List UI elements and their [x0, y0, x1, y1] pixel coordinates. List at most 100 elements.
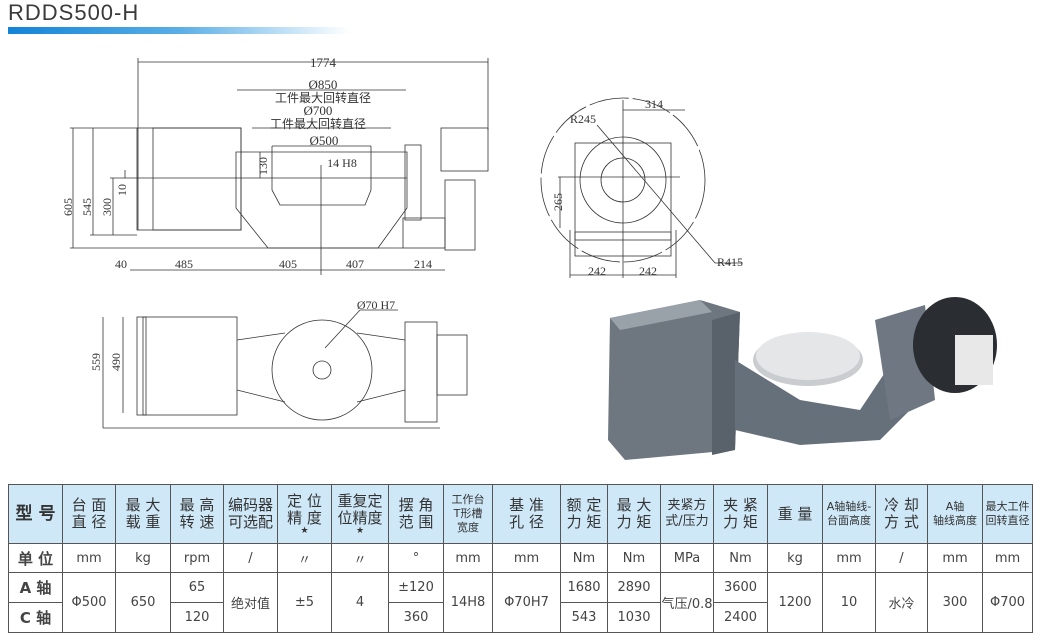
dim-214: 214 — [414, 257, 432, 271]
dim-545: 545 — [80, 198, 94, 216]
header-text: 编码器 — [227, 496, 273, 514]
header-text: 可选配 — [227, 513, 273, 531]
dim-d700-label: 工件最大回转直径 — [270, 116, 366, 131]
a-offset-value: 10 — [822, 572, 876, 633]
max-torque-c-value: 1030 — [607, 602, 661, 633]
position-acc-value: ±5 — [277, 572, 332, 633]
header-max-swing: 最大工件回转直径 — [982, 484, 1033, 544]
header-encoder: 编码器可选配 — [223, 484, 278, 544]
unit-cell: Nm — [560, 543, 608, 573]
header-text: 转 速 — [179, 513, 215, 531]
swing-a-value: ±120 — [388, 572, 444, 603]
header-text: 载 重 — [125, 513, 161, 531]
page-title: RDDS500-H — [8, 0, 140, 25]
spec-table: 型 号 台 面直 径 最 大载 重 最 高转 速 编码器可选配 定 位精 度★ … — [8, 484, 1033, 633]
header-text: A轴 — [945, 500, 965, 513]
header-text: T形槽 — [453, 507, 483, 520]
unit-cell: / — [875, 543, 928, 573]
clamp-mode-value: 气压/0.8 — [660, 572, 714, 633]
dim-r245: R245 — [570, 112, 596, 126]
speed-a-value: 65 — [170, 572, 224, 603]
header-text: 定 位 — [287, 492, 322, 510]
unit-cell: mm — [62, 543, 116, 573]
clamp-torque-c-value: 2400 — [713, 602, 768, 633]
unit-cell: rpm — [170, 543, 224, 573]
dim-r415: R415 — [717, 255, 743, 269]
header-text: A轴轴线- — [826, 500, 872, 513]
rated-torque-a-value: 1680 — [560, 572, 608, 603]
header-a-offset: A轴轴线-台面高度 — [822, 484, 876, 544]
unit-cell: Nm — [607, 543, 661, 573]
front-view-drawing: 1774 Ø850 工件最大回转直径 Ø700 工件最大回转直径 Ø500 14… — [61, 55, 489, 275]
header-text: 轴线高度 — [933, 514, 977, 527]
dim-265: 265 — [551, 193, 565, 211]
header-text: 最 大 — [125, 496, 161, 514]
header-text: 摆 角 — [398, 496, 434, 514]
header-repeat-acc: 重复定位精度★ — [331, 484, 389, 544]
units-row: 单 位 mm kg rpm / 〃 〃 ° mm mm Nm Nm MPa Nm… — [8, 543, 1033, 573]
dim-490: 490 — [109, 353, 123, 371]
header-position-acc: 定 位精 度★ — [277, 484, 332, 544]
a-height-value: 300 — [927, 572, 983, 633]
dim-605: 605 — [61, 198, 75, 216]
cooling-value: 水冷 — [875, 572, 928, 633]
dim-407: 407 — [346, 257, 364, 271]
header-text: 宽度 — [457, 521, 479, 534]
title-underline — [8, 27, 350, 34]
header-text: 夹 紧 — [723, 496, 758, 514]
header-text: 最 大 — [616, 496, 652, 514]
header-text: 台面高度 — [827, 514, 871, 527]
a-axis-label: A 轴 — [8, 572, 63, 603]
speed-c-value: 120 — [170, 602, 224, 633]
dim-d700: Ø700 — [304, 103, 333, 118]
header-text: 基 准 — [509, 496, 544, 514]
header-text: 直 径 — [71, 513, 107, 531]
weight-value: 1200 — [767, 572, 823, 633]
header-max-speed: 最 高转 速 — [170, 484, 224, 544]
max-load-value: 650 — [115, 572, 171, 633]
unit-cell: / — [223, 543, 278, 573]
header-text: 回转直径 — [985, 514, 1030, 527]
top-view-drawing: 559 490 Ø70 H7 — [89, 298, 468, 429]
dim-bore: Ø70 H7 — [357, 298, 395, 312]
header-text: 最大工件 — [985, 500, 1030, 513]
unit-cell: MPa — [660, 543, 714, 573]
unit-cell: kg — [115, 543, 171, 573]
unit-cell: 〃 — [277, 543, 332, 573]
header-swing: 摆 角范 围 — [388, 484, 444, 544]
dim-242-right: 242 — [639, 264, 657, 278]
table-dia-value: Φ500 — [62, 572, 116, 633]
unit-cell: mm — [492, 543, 561, 573]
encoder-value: 绝对值 — [223, 572, 278, 633]
dim-d850-label: 工件最大回转直径 — [275, 90, 371, 105]
header-a-height: A轴轴线高度 — [927, 484, 983, 544]
technical-drawings: 1774 Ø850 工件最大回转直径 Ø700 工件最大回转直径 Ø500 14… — [61, 55, 997, 460]
header-rated-torque: 额 定力 矩 — [560, 484, 608, 544]
product-render-image — [608, 297, 997, 460]
header-text: 力 矩 — [616, 513, 652, 531]
unit-cell: mm — [822, 543, 876, 573]
units-label: 单 位 — [8, 543, 63, 573]
dim-300: 300 — [100, 198, 114, 216]
unit-cell: mm — [443, 543, 493, 573]
header-text: 力 矩 — [566, 513, 602, 531]
header-clamp-torque: 夹 紧力 矩 — [713, 484, 768, 544]
unit-cell: ° — [388, 543, 444, 573]
header-text: 夹紧方 — [667, 498, 707, 513]
dim-overall-width: 1774 — [310, 55, 337, 70]
header-text: 力 矩 — [723, 513, 758, 531]
header-text: 精 度 — [287, 509, 322, 527]
header-table-dia: 台 面直 径 — [62, 484, 116, 544]
header-text: 方 式 — [884, 513, 919, 531]
dim-130: 130 — [256, 157, 270, 175]
max-swing-value: Φ700 — [982, 572, 1033, 633]
dim-tslot: 14 H8 — [327, 156, 357, 170]
header-weight: 重 量 — [767, 484, 823, 544]
dim-559: 559 — [89, 353, 103, 371]
header-cooling: 冷 却方 式 — [875, 484, 928, 544]
header-max-torque: 最 大力 矩 — [607, 484, 661, 544]
dim-405: 405 — [279, 257, 297, 271]
header-text: 孔 径 — [509, 513, 544, 531]
c-axis-label: C 轴 — [8, 602, 63, 633]
